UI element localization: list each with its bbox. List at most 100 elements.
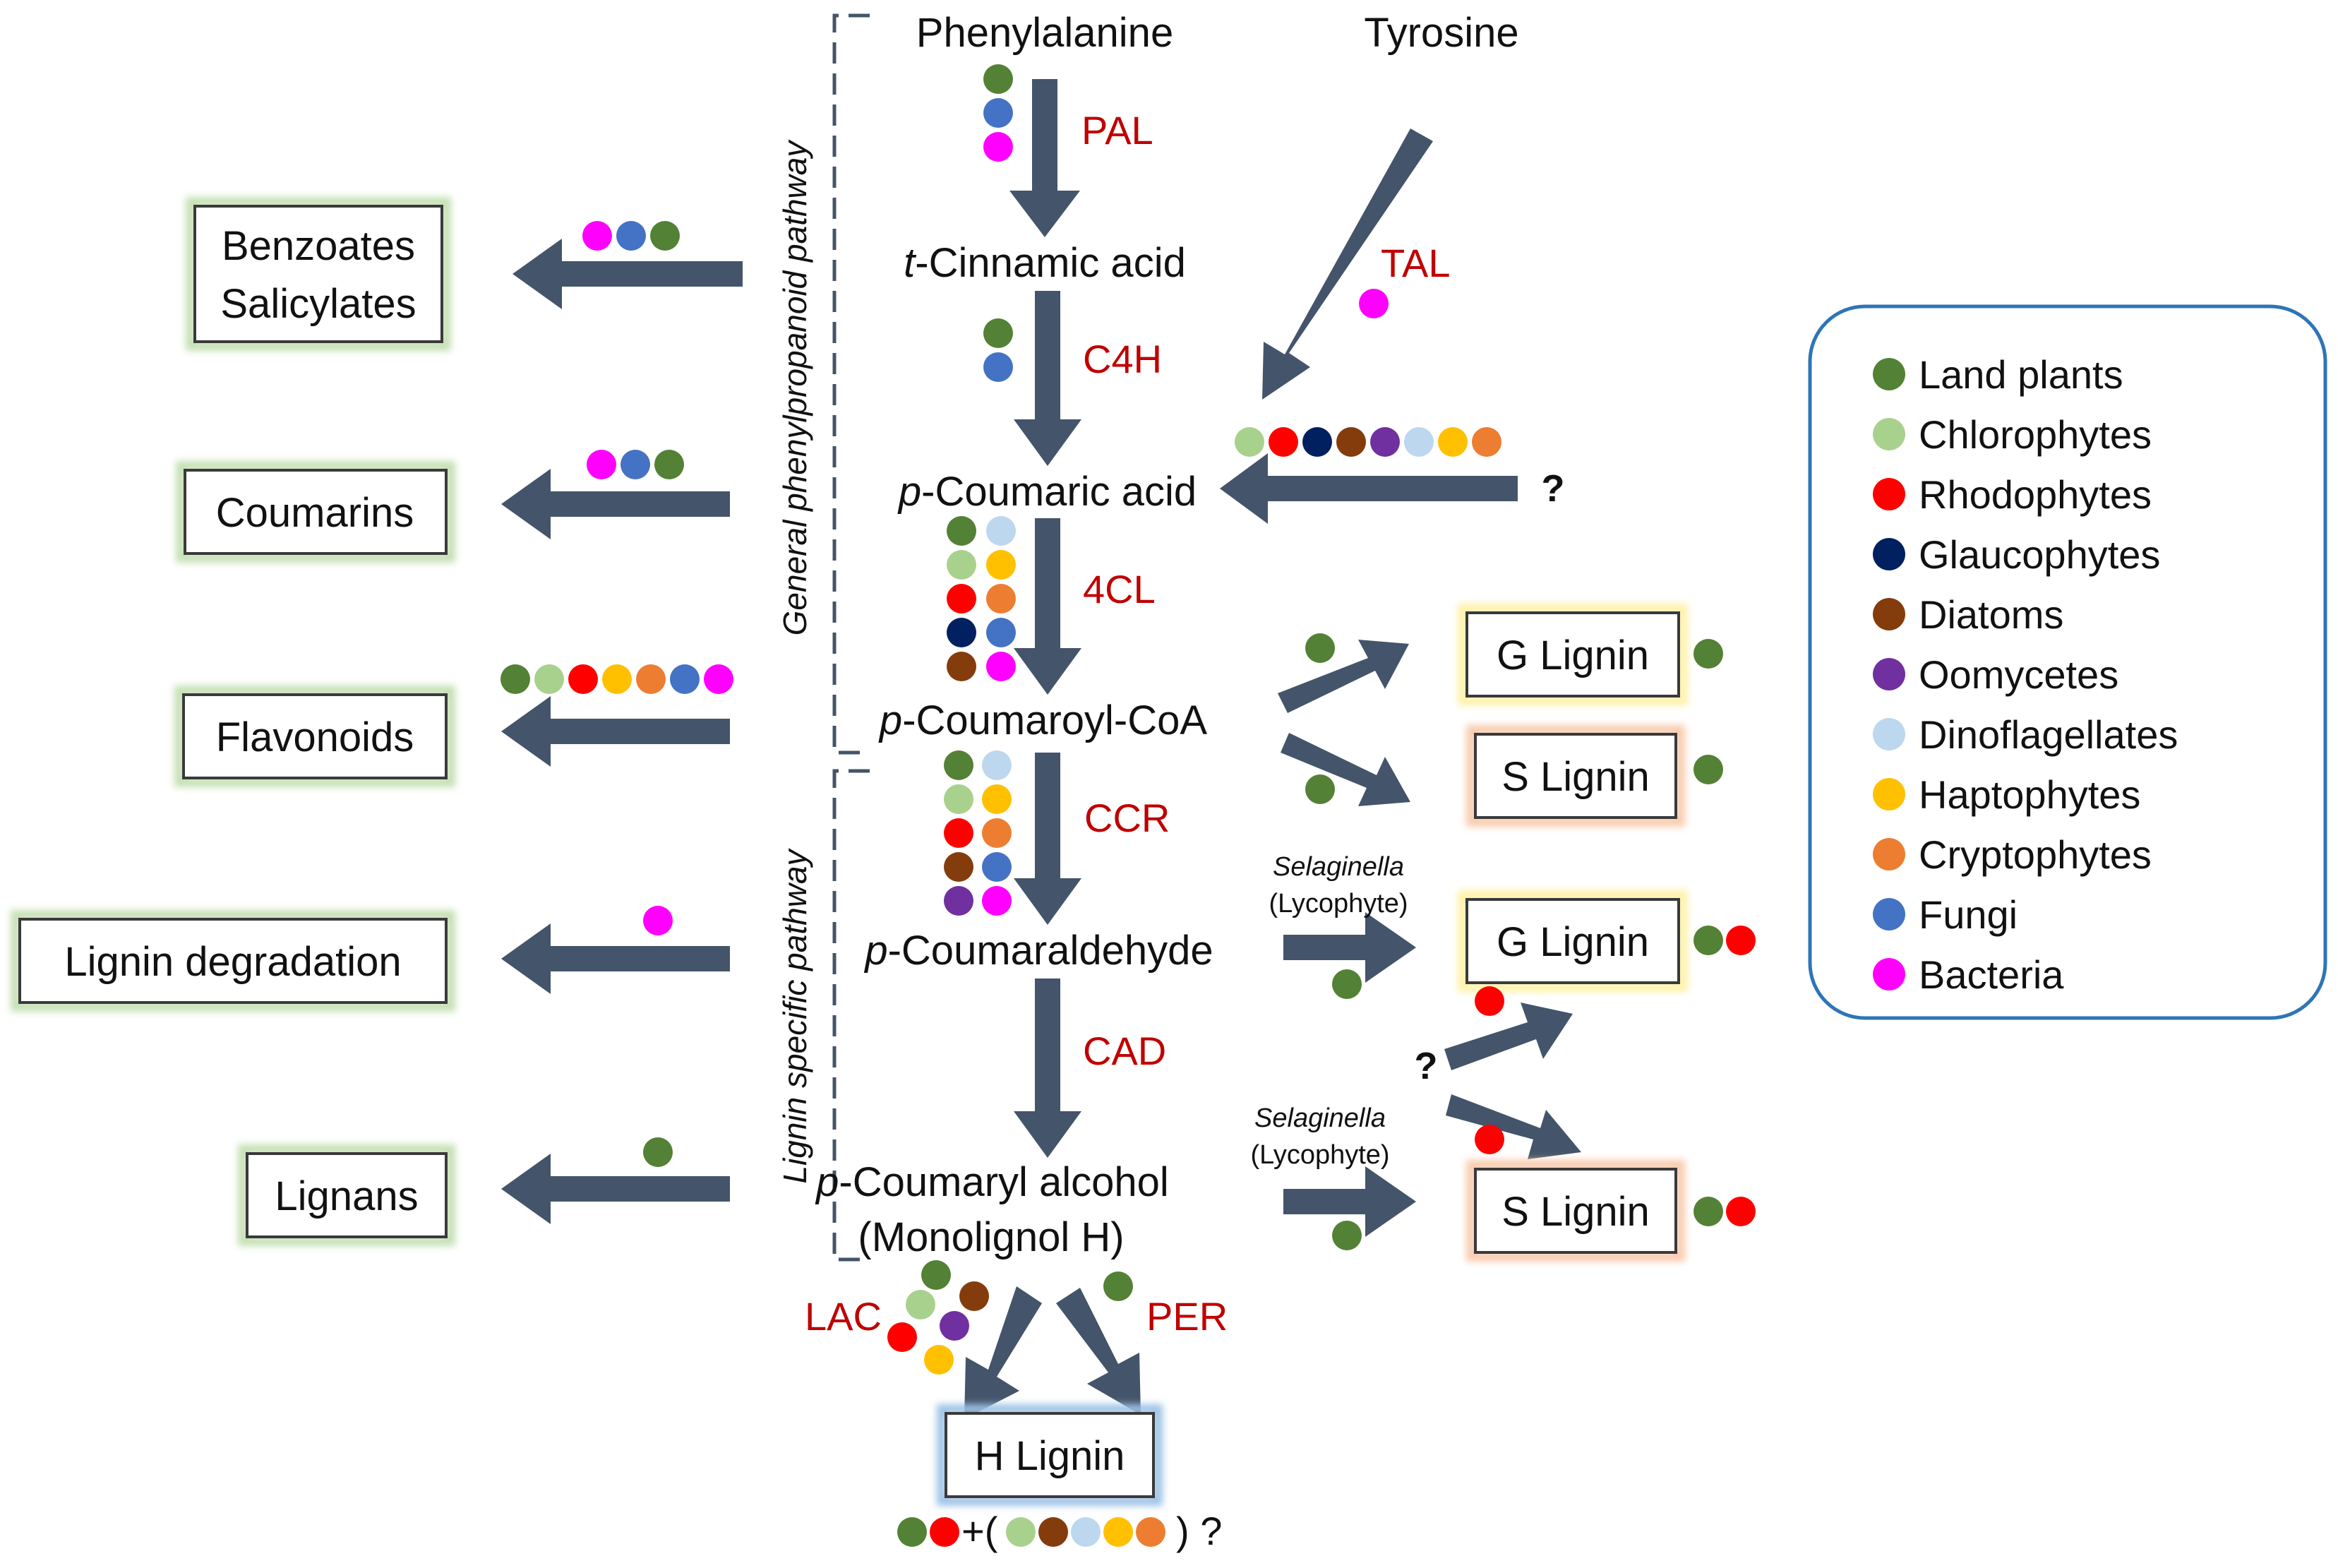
flavonoids-cryptophytes-dot <box>636 664 666 694</box>
legend-swatch-rhodophytes <box>1873 478 1905 510</box>
lac-chlorophytes-dot <box>906 1290 935 1319</box>
enzyme-per: PER <box>1146 1294 1228 1339</box>
arrow-g-lignin-1 <box>1278 640 1409 713</box>
s-lignin-label-1: S Lignin <box>1501 754 1650 800</box>
ccr-left-land-plants-dot <box>944 750 973 780</box>
legend-label-land-plants: Land plants <box>1919 352 2123 397</box>
lignin-degradation-label: Lignin degradation <box>64 939 401 985</box>
g-lignin-arrow-2-land-plants-dot <box>1305 774 1335 804</box>
ccr-right-cryptophytes-dot <box>982 818 1012 848</box>
c4h-land-plants-dot <box>983 318 1013 348</box>
s-lignin-box-2: S Lignin <box>1466 1160 1685 1262</box>
enzyme-ccr: CCR <box>1084 796 1170 840</box>
lycophyte-label-1: (Lycophyte) <box>1269 889 1408 918</box>
coumarins-fungi-dot <box>621 450 650 479</box>
enzymes: PAL C4H TAL 4CL CCR CAD LAC PER <box>805 108 1451 1339</box>
enzyme-cad: CAD <box>1083 1029 1166 1073</box>
flavonoids-label: Flavonoids <box>216 714 414 760</box>
arrow-g-lignin-2 <box>1283 912 1416 983</box>
legend-swatch-dinoflagellates <box>1873 718 1905 750</box>
ccr-left-rhodophytes-dot <box>944 818 973 848</box>
legend-label-rhodophytes: Rhodophytes <box>1919 472 2152 517</box>
s-lignin-2-land-plants-dot <box>1693 1197 1723 1226</box>
unknown-coumaric-haptophytes-dot <box>1438 427 1468 457</box>
legend-label-glaucophytes: Glaucophytes <box>1919 532 2160 577</box>
main-arrows <box>964 79 1518 1419</box>
arrow-q-s <box>1446 1094 1581 1159</box>
g-lignin-box-1: G Lignin <box>1458 604 1688 705</box>
lignans-land-plants-dot <box>643 1137 673 1167</box>
lycophyte-label-2: (Lycophyte) <box>1250 1140 1389 1170</box>
arrow-ccr <box>1014 753 1081 925</box>
arrow-lac <box>964 1286 1042 1419</box>
4cl-right-dinoflagellates-dot <box>986 516 1016 546</box>
enzyme-tal: TAL <box>1381 241 1451 285</box>
h-lignin-box: H Lignin <box>937 1404 1163 1506</box>
h-lignin-possible-cryptophytes-dot <box>1136 1517 1165 1547</box>
question-mark-tyrosine-side: ? <box>1542 467 1565 510</box>
unknown-coumaric-dinoflagellates-dot <box>1404 427 1434 457</box>
unknown-coumaric-oomycetes-dot <box>1370 427 1400 457</box>
coumarins-land-plants-dot <box>654 450 684 479</box>
lignans-box: Lignans <box>238 1144 455 1246</box>
legend-label-fungi: Fungi <box>1919 892 2018 937</box>
arrow-pal <box>1009 79 1080 237</box>
legend-label-oomycetes: Oomycetes <box>1919 652 2118 697</box>
g-lignin-label-2: G Lignin <box>1497 919 1649 965</box>
enzyme-lac: LAC <box>805 1294 882 1339</box>
ccr-right-fungi-dot <box>982 852 1012 882</box>
legend-items: Land plantsChlorophytesRhodophytesGlauco… <box>1873 352 2178 997</box>
legend-swatch-diatoms <box>1873 598 1905 630</box>
coumaraldehyde-label: p-Coumaraldehyde <box>863 928 1213 974</box>
annotations: Selaginella (Lycophyte) Selaginella (Lyc… <box>961 467 1565 1553</box>
legend-label-diatoms: Diatoms <box>1919 592 2063 637</box>
selaginella-label-1: Selaginella <box>1273 852 1404 882</box>
h-lignin-possible-diatoms-dot <box>1038 1517 1068 1547</box>
ccr-left-diatoms-dot <box>944 852 973 882</box>
benzoates-label: Benzoates <box>222 223 415 269</box>
arrow-flavonoids <box>501 696 730 767</box>
legend-swatch-fungi <box>1873 898 1905 930</box>
legend-swatch-oomycetes <box>1873 658 1905 690</box>
arrow-s-lignin-1 <box>1281 733 1410 806</box>
arrow-s-lignin-2 <box>1283 1166 1416 1237</box>
g-lignin-2-rhodophytes-dot <box>1726 926 1756 955</box>
c4h-fungi-dot <box>983 352 1013 382</box>
legend-label-bacteria: Bacteria <box>1919 952 2064 997</box>
4cl-left-glaucophytes-dot <box>947 618 976 647</box>
h-lignin-label: H Lignin <box>975 1433 1125 1479</box>
legend-swatch-cryptophytes <box>1873 838 1905 870</box>
pal-bacteria-dot <box>983 132 1013 162</box>
unknown-coumaric-glaucophytes-dot <box>1302 427 1332 457</box>
pal-fungi-dot <box>983 98 1013 128</box>
lignin-degradation-bacteria-dot <box>643 906 673 935</box>
arrow-tal <box>1262 128 1433 400</box>
pal-land-plants-dot <box>983 64 1013 94</box>
arrow-lignin-degradation <box>501 923 730 994</box>
coumaroyl-coa-label: p-Coumaroyl-CoA <box>878 698 1207 743</box>
benzoates-land-plants-dot <box>650 221 680 251</box>
ccr-right-haptophytes-dot <box>982 784 1012 814</box>
lac-land-plants-dot <box>921 1260 951 1290</box>
coumarins-box: Coumarins <box>176 461 455 563</box>
salicylates-label: Salicylates <box>220 281 416 327</box>
lignans-label: Lignans <box>275 1173 418 1219</box>
tyrosine-label: Tyrosine <box>1364 10 1518 56</box>
unknown-coumaric-chlorophytes-dot <box>1235 427 1264 457</box>
ccr-left-chlorophytes-dot <box>944 784 973 814</box>
unknown-coumaric-cryptophytes-dot <box>1472 427 1501 457</box>
cinnamic-acid-label: t-Cinnamic acid <box>904 240 1186 286</box>
4cl-left-land-plants-dot <box>947 516 976 546</box>
unknown-coumaric-rhodophytes-dot <box>1269 427 1298 457</box>
legend-label-haptophytes: Haptophytes <box>1919 772 2140 817</box>
ccr-left-oomycetes-dot <box>944 886 973 916</box>
h-lignin-possible-haptophytes-dot <box>1103 1517 1133 1547</box>
4cl-right-fungi-dot <box>986 618 1016 647</box>
s-lignin-2-rhodophytes-dot <box>1726 1197 1756 1226</box>
legend-swatch-land-plants <box>1873 358 1905 390</box>
lac-rhodophytes-dot <box>887 1322 917 1352</box>
h-lignin-possible-dinoflagellates-dot <box>1071 1517 1101 1547</box>
legend-label-dinoflagellates: Dinoflagellates <box>1919 712 2178 757</box>
